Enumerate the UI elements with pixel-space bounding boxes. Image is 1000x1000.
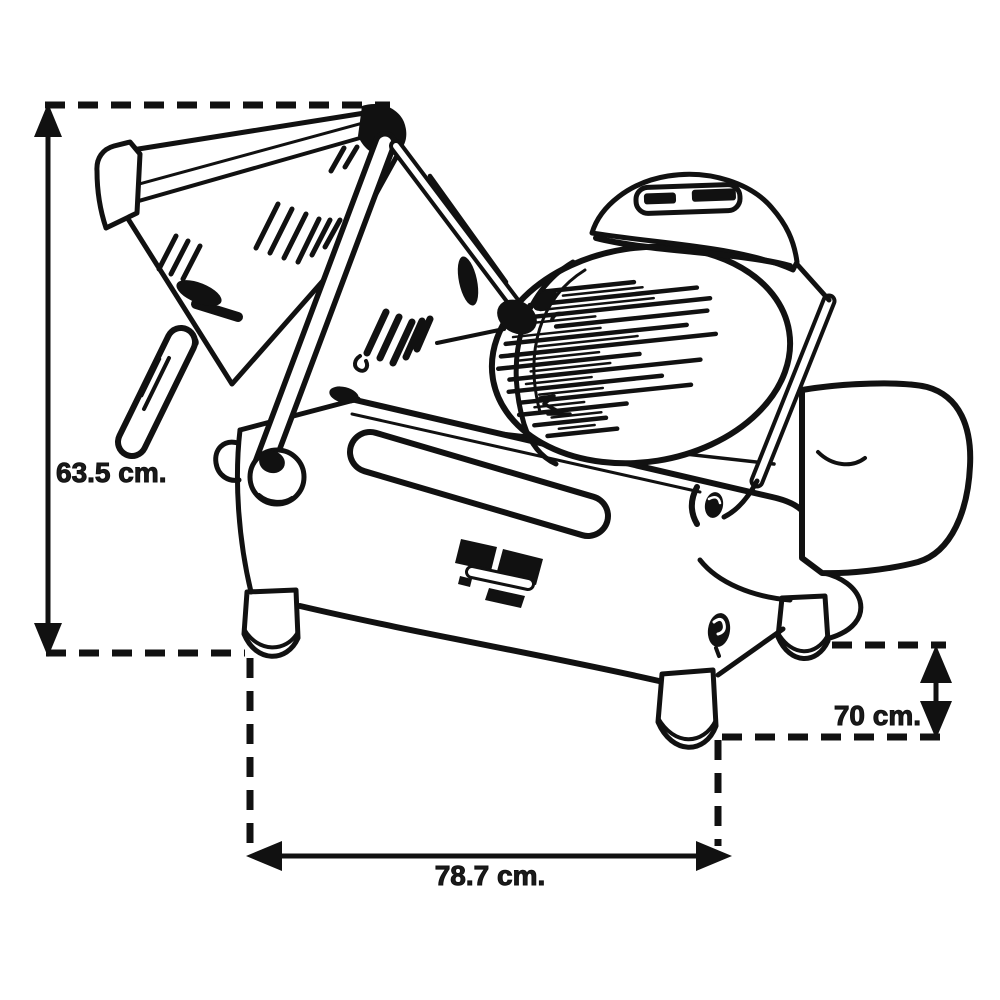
slide-groove-inner — [353, 435, 605, 533]
housing-seam-line — [816, 450, 867, 467]
cover-slot-bar-right — [691, 188, 736, 202]
base-detail-highlight — [707, 495, 722, 505]
arrow-right-head — [696, 841, 732, 871]
sharpener-cover — [589, 171, 800, 273]
tray-rim-line-2 — [115, 118, 376, 192]
tray-shade-dash — [191, 299, 243, 322]
handle-shade-line-2 — [140, 357, 162, 398]
extension-lines — [45, 101, 948, 848]
motor-housing — [799, 380, 974, 577]
handle-inner — [121, 331, 192, 453]
meat-slicer-illustration — [94, 103, 974, 750]
width-dimension: 78.7 cm. — [246, 841, 732, 892]
knob-highlight — [712, 617, 726, 636]
plate-lower-curve — [721, 478, 760, 520]
spring-hatching — [363, 308, 434, 367]
linkage-line — [435, 327, 506, 345]
arrow-up-head — [34, 103, 62, 137]
width-dimension-label: 78.7 cm. — [435, 860, 546, 891]
arrow-left-head — [246, 841, 282, 871]
base-left-lug — [213, 439, 242, 483]
base-rear-bottom-edge — [821, 570, 864, 641]
blade-assembly — [488, 243, 794, 467]
arrow-down-head — [920, 701, 952, 739]
base-rear-skirt — [697, 557, 793, 603]
adjust-knob — [707, 613, 731, 647]
machine-feet — [241, 587, 831, 750]
right-dimension-label: 70 cm. — [834, 700, 921, 731]
rod-inner — [393, 143, 524, 315]
arrow-down-head — [34, 623, 62, 657]
gauge-plate — [721, 259, 837, 520]
rod-junction-boss — [497, 299, 537, 335]
arm-inner — [255, 136, 392, 477]
label-capsule-inner — [468, 568, 532, 588]
blade-mark-sigma — [538, 394, 572, 416]
right-height-dimension: 70 cm. — [833, 645, 952, 739]
tray-end-plate — [94, 139, 143, 231]
height-dimension: 63.5 cm. — [34, 103, 167, 657]
height-dimension-label: 63.5 cm. — [56, 457, 167, 488]
product-tray — [94, 103, 407, 387]
guard-ring-outer-arc — [513, 259, 576, 467]
base-detail-knob — [704, 492, 724, 518]
base-detail-bracket — [688, 484, 700, 527]
carriage-arm — [250, 131, 557, 482]
handle-shade-line — [142, 356, 171, 411]
spring-curl — [353, 354, 370, 373]
ring-contact-mark — [533, 289, 557, 311]
pusher-handle — [115, 325, 199, 459]
machine-base — [213, 386, 864, 684]
knob-stem-mark — [714, 646, 721, 658]
tray-hatching — [156, 144, 360, 282]
spring-detail — [353, 308, 506, 373]
rod-clamp-mark — [457, 256, 479, 306]
blade-speed-lines — [496, 279, 719, 439]
blade-mark-small — [550, 311, 564, 322]
cover-base-seam — [593, 235, 793, 269]
rod-second-line — [427, 173, 509, 285]
rail-clamp-mark — [329, 386, 359, 404]
pivot-hub — [259, 450, 285, 474]
pivot-shadow-arc — [257, 493, 294, 504]
arm-pivot — [247, 447, 307, 507]
plate-edge-inner — [753, 297, 833, 485]
dimension-annotations: 63.5 cm. 70 cm. 78.7 cm. — [34, 101, 952, 892]
base-step-edge — [715, 626, 786, 678]
cover-slot-bar-left — [643, 192, 677, 205]
tray-rim-line — [119, 130, 383, 208]
base-top-left-edge — [237, 396, 361, 433]
arrow-up-head — [920, 645, 952, 683]
base-rail-inner-line — [350, 412, 702, 494]
base-left-edge — [234, 427, 254, 595]
base-bottom-edge — [297, 603, 662, 684]
plate-top-corner — [792, 259, 832, 303]
tray-tip-knob — [176, 280, 222, 306]
